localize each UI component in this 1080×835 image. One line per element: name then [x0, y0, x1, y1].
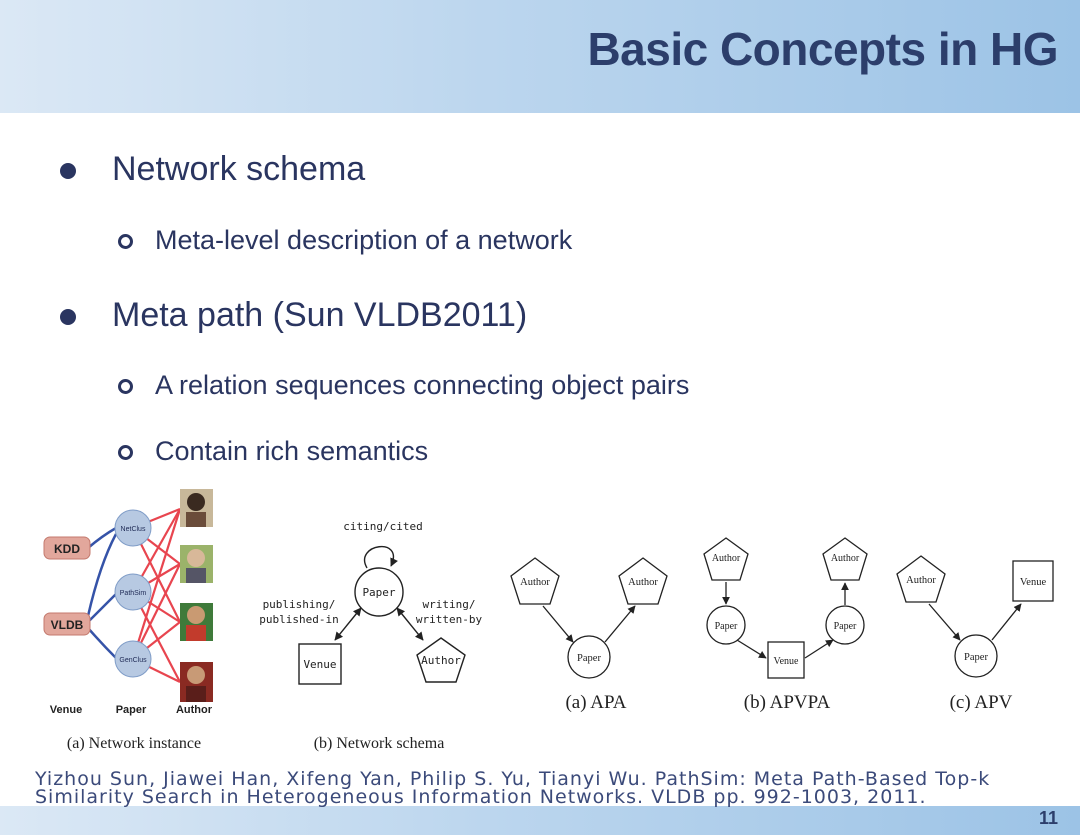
- author-node-label: Author: [421, 654, 461, 667]
- apa-author-right: [618, 557, 668, 605]
- apvpa-author-right: [822, 537, 868, 581]
- network-schema-figure: citing/cited Paper publishing/ published…: [259, 520, 483, 752]
- author-photo-4: [180, 662, 213, 702]
- bullet-dot-icon: [60, 163, 76, 179]
- author-photo-2: [180, 545, 213, 583]
- venue-kdd: KDD: [54, 542, 80, 556]
- paper-node: [354, 567, 404, 617]
- meta-path-apvpa: Author Author Paper Paper Venue (b) APVP…: [703, 537, 868, 713]
- citation: Yizhou Sun, Jiawei Han, Xifeng Yan, Phil…: [35, 768, 991, 808]
- apvpa-caption: (b) APVPA: [744, 692, 831, 713]
- publishing-label: publishing/: [263, 598, 336, 611]
- apv-author-label: Author: [906, 575, 936, 586]
- slide-title: Basic Concepts in HG: [587, 23, 1058, 75]
- paper-node-label: Paper: [362, 586, 395, 599]
- sub-bullet-text: Meta-level description of a network: [155, 225, 573, 255]
- meta-path-apa: Author Author Paper (a) APA: [510, 557, 668, 713]
- apvpa-venue: [767, 641, 805, 679]
- apvpa-edge-2: [736, 639, 767, 659]
- paper-netclus: NetClus: [121, 526, 146, 533]
- apvpa-author-left-label: Author: [712, 553, 741, 564]
- citation-line-2: Similarity Search in Heterogeneous Infor…: [35, 786, 927, 808]
- apvpa-edge-3: [804, 639, 834, 659]
- header-band: [0, 0, 1080, 113]
- venue-node: [298, 643, 342, 685]
- column-label-author: Author: [176, 704, 213, 716]
- apa-caption: (a) APA: [565, 692, 626, 713]
- author-photo-3: [180, 603, 213, 641]
- apv-paper: [954, 634, 998, 678]
- network-instance-figure: KDD VLDB NetClus PathSim GenClus Venue P…: [43, 489, 213, 752]
- written-by-label: written-by: [416, 613, 483, 626]
- apvpa-author-right-label: Author: [831, 553, 860, 564]
- apv-caption: (c) APV: [950, 692, 1013, 713]
- author-photo-1: [180, 489, 213, 527]
- apv-edge-2: [991, 603, 1022, 641]
- apa-author-left: [510, 557, 560, 605]
- apa-paper: [567, 635, 611, 679]
- apvpa-paper-right: [825, 605, 865, 645]
- bullet-text: Meta path (Sun VLDB2011): [112, 296, 528, 334]
- writing-label: writing/: [423, 598, 476, 611]
- apvpa-paper-right-label: Paper: [834, 621, 857, 632]
- paper-pathsim: PathSim: [120, 590, 147, 597]
- apv-author: [896, 555, 946, 603]
- apv-paper-label: Paper: [964, 652, 988, 663]
- bullet-text: Network schema: [112, 150, 366, 188]
- apvpa-venue-label: Venue: [774, 656, 800, 667]
- blue-edges: [86, 526, 118, 659]
- apv-venue-label: Venue: [1020, 577, 1047, 588]
- page-number: 11: [1038, 808, 1058, 828]
- citation-line-1: Yizhou Sun, Jiawei Han, Xifeng Yan, Phil…: [35, 768, 991, 790]
- meta-path-figures: Author Author Paper (a) APA Author Autho…: [510, 537, 1054, 713]
- apa-edge-1: [542, 605, 574, 643]
- venue-nodes: KDD VLDB: [43, 536, 91, 636]
- sub-bullet-text: A relation sequences connecting object p…: [155, 370, 690, 400]
- footer-band: [0, 806, 1080, 835]
- self-loop-label: citing/cited: [343, 520, 422, 533]
- apvpa-author-left: [703, 537, 749, 581]
- column-label-paper: Paper: [116, 704, 147, 716]
- meta-path-apv: Author Venue Paper (c) APV: [896, 555, 1054, 713]
- sub-bullet-text: Contain rich semantics: [155, 436, 429, 466]
- figure-a-caption: (a) Network instance: [67, 735, 201, 752]
- apvpa-paper-left-label: Paper: [715, 621, 738, 632]
- paper-genclus: GenClus: [119, 657, 147, 664]
- author-photos: [180, 489, 213, 702]
- author-node: [416, 637, 466, 683]
- apvpa-paper-left: [706, 605, 746, 645]
- published-in-label: published-in: [259, 613, 338, 626]
- venue-vldb: VLDB: [51, 618, 84, 632]
- figure-b-caption: (b) Network schema: [314, 735, 445, 752]
- venue-node-label: Venue: [303, 658, 336, 671]
- self-loop-edge: [364, 545, 398, 569]
- column-label-venue: Venue: [50, 704, 82, 716]
- apa-author-left-label: Author: [520, 577, 550, 588]
- apv-edge-1: [928, 603, 961, 641]
- bullet-ring-icon: [118, 234, 133, 249]
- paper-nodes: NetClus PathSim GenClus: [114, 509, 152, 678]
- bullet-ring-icon: [118, 445, 133, 460]
- bullet-dot-icon: [60, 309, 76, 325]
- bullet-ring-icon: [118, 379, 133, 394]
- writing-edge: [396, 607, 424, 641]
- publishing-edge: [334, 607, 362, 641]
- apa-edge-2: [604, 605, 636, 643]
- apv-venue: [1012, 560, 1054, 602]
- apa-author-right-label: Author: [628, 577, 658, 588]
- apa-paper-label: Paper: [577, 653, 601, 664]
